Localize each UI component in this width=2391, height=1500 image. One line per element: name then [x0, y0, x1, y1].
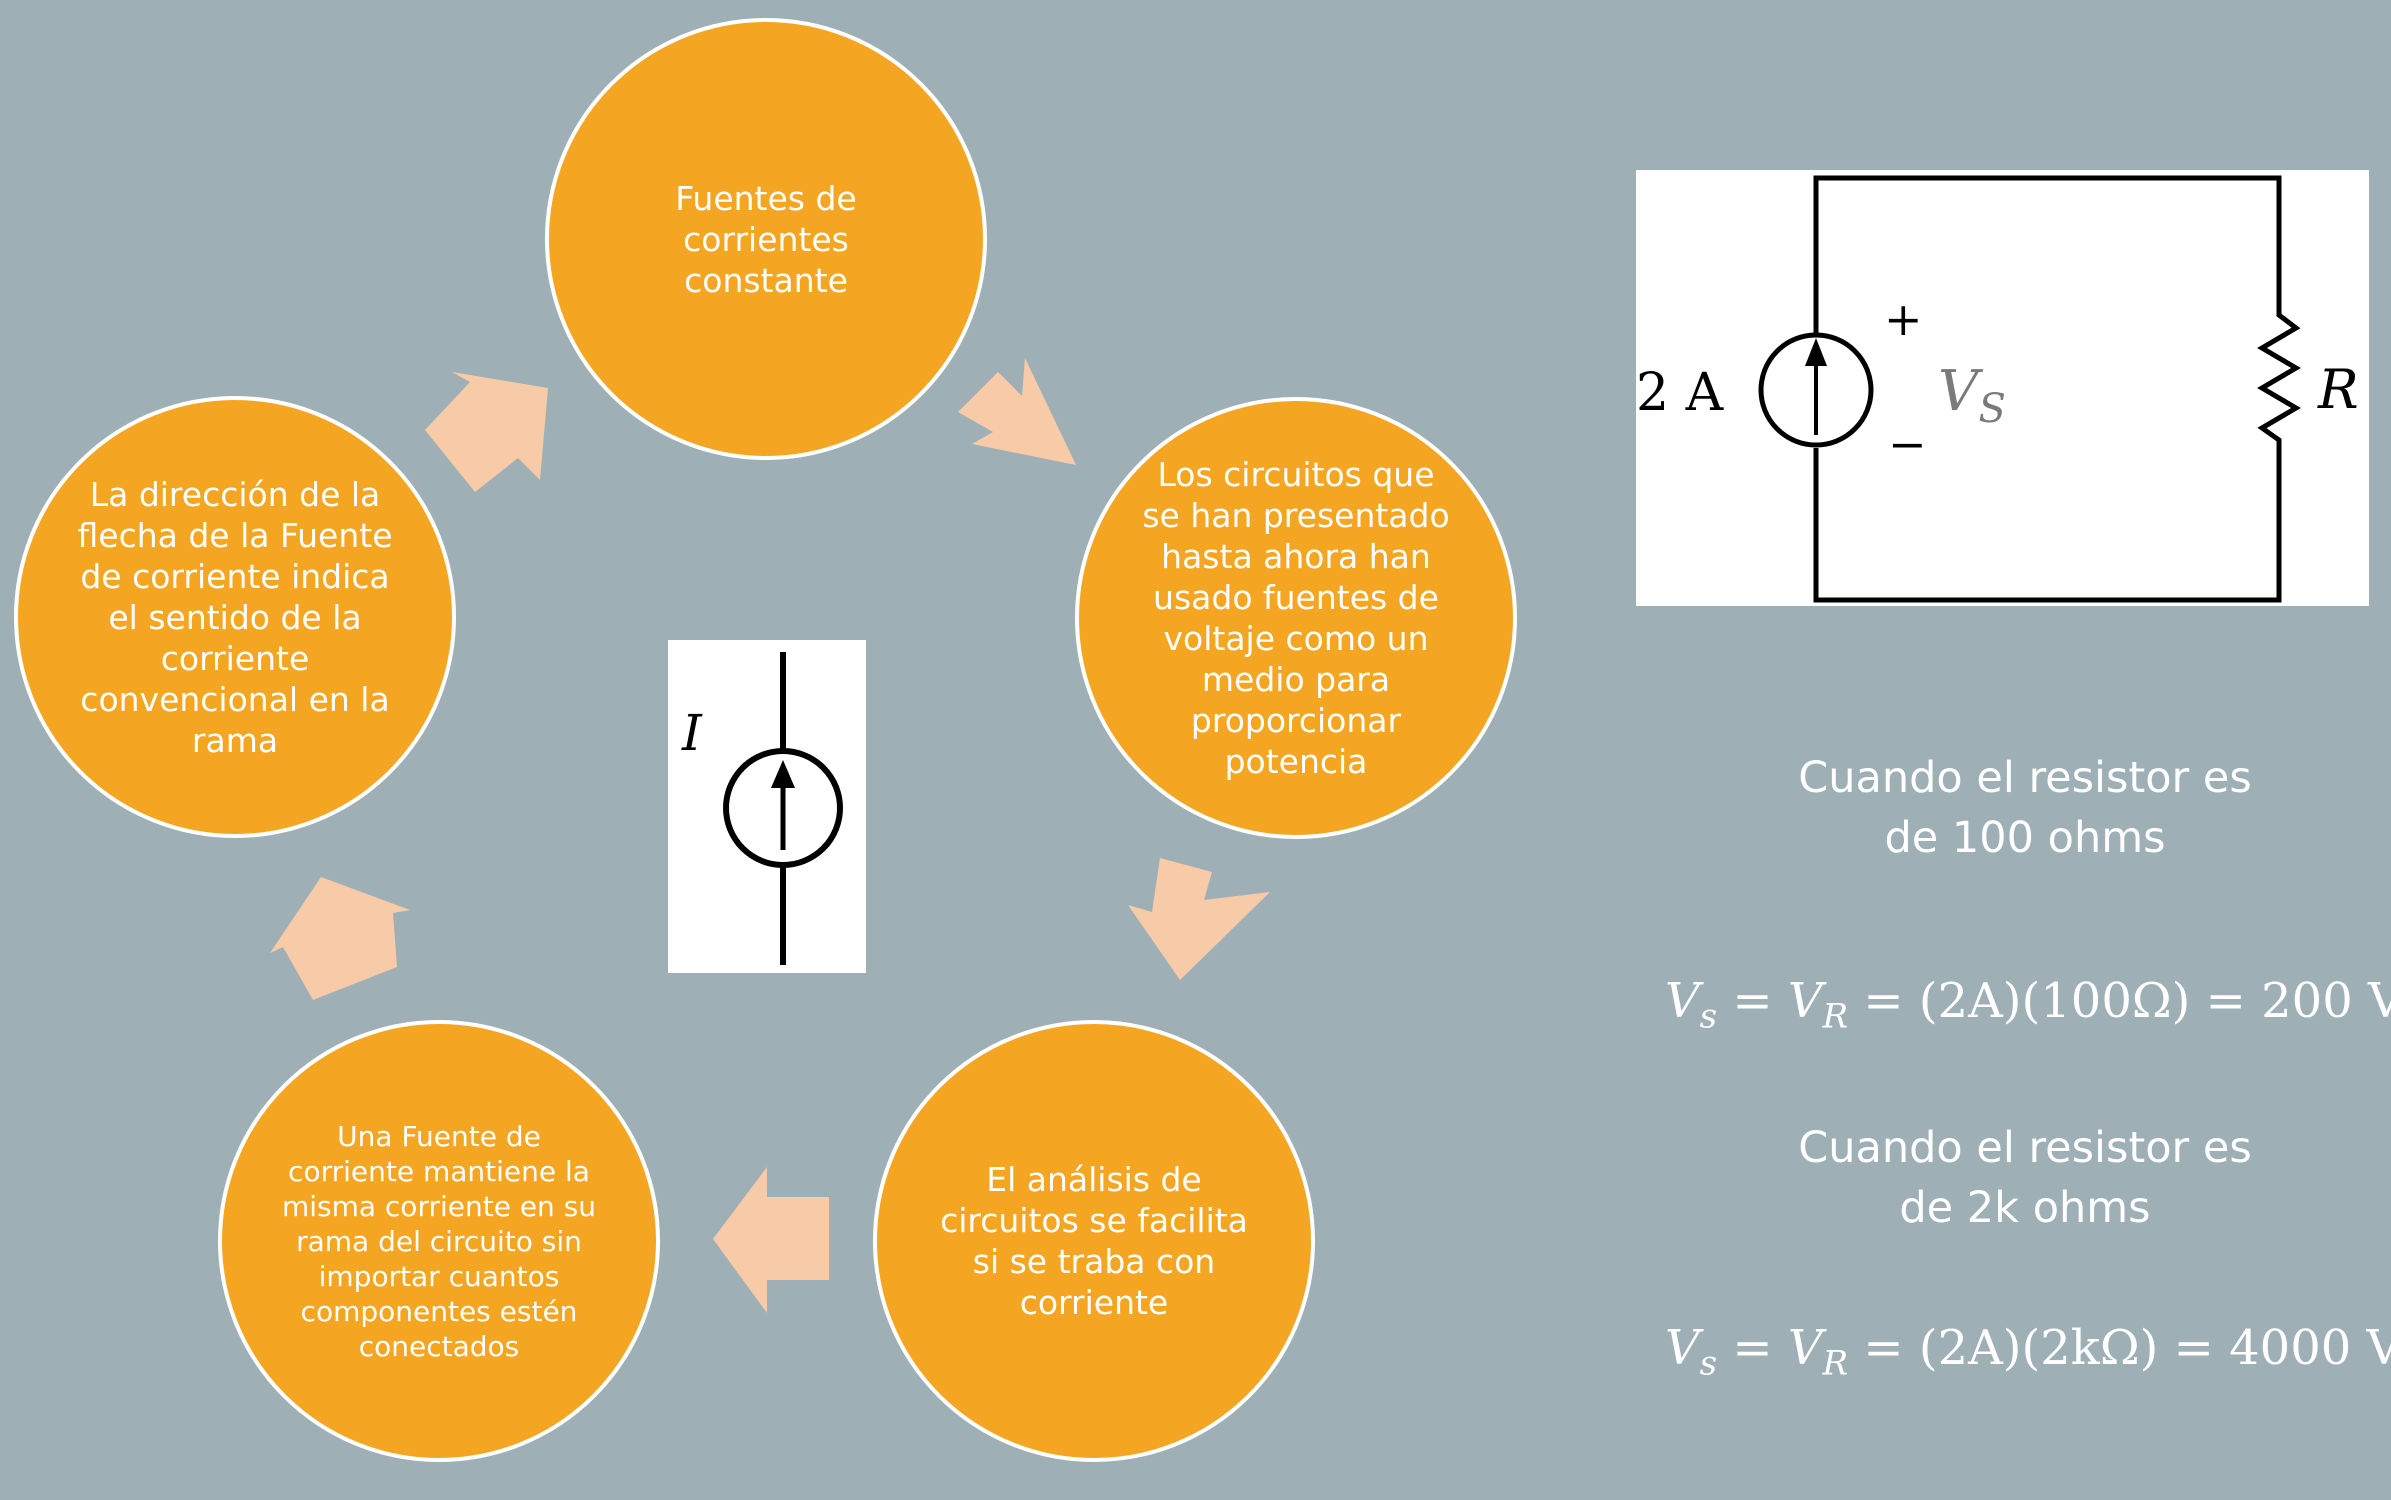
resistor-label: R — [2317, 358, 2359, 421]
wire-bottom — [1813, 448, 2282, 603]
cycle-node-bottom-right: El análisis de circuitos se facilita si … — [873, 1020, 1315, 1462]
case1-caption: Cuando el resistor es de 100 ohms — [1798, 753, 2252, 863]
current-source-icon: I — [681, 652, 843, 965]
voltage-label: VS — [1938, 359, 2006, 432]
cycle-node-right: Los circuitos que se han presentado hast… — [1075, 397, 1517, 839]
cycle-node-bottom-right-text: El análisis de circuitos se facilita si … — [940, 1160, 1248, 1322]
current-source-icon — [1758, 332, 1874, 448]
arrow-left-to-top — [425, 372, 548, 492]
circuit-diagram: 2 A + − VS R — [1636, 170, 2369, 606]
minus-sign: − — [1888, 417, 1927, 471]
source-value-label: 2 A — [1636, 363, 1725, 423]
case1-formula: Vs = VR = (2A)(100Ω) = 200 V — [1665, 973, 2391, 1037]
wire-top — [1813, 175, 2282, 428]
cycle-node-bottom-left: Una Fuente de corriente mantiene la mism… — [218, 1020, 660, 1462]
cycle-node-left-text: La dirección de la flecha de la Fuente d… — [77, 474, 393, 760]
case2-caption: Cuando el resistor es de 2k ohms — [1798, 1123, 2252, 1233]
cycle-node-top-text: Fuentes de corrientes constante — [675, 178, 857, 300]
arrow-right-to-bottom-right — [1128, 858, 1270, 980]
plus-sign: + — [1884, 292, 1923, 346]
arrow-bottom-left-to-left — [270, 877, 410, 1000]
case2-formula: Vs = VR = (2A)(2kΩ) = 4000 V — [1665, 1320, 2391, 1384]
current-label: I — [681, 704, 703, 762]
cycle-node-bottom-left-text: Una Fuente de corriente mantiene la mism… — [281, 1119, 597, 1363]
current-source-symbol: I — [668, 640, 866, 973]
resistor-icon — [2257, 300, 2301, 460]
cycle-node-right-text: Los circuitos que se han presentado hast… — [1142, 455, 1450, 781]
arrow-top-to-right — [958, 358, 1076, 465]
arrow-bottom-right-to-bottom-left — [713, 1167, 829, 1313]
cycle-node-top: Fuentes de corrientes constante — [545, 18, 987, 460]
cycle-node-left: La dirección de la flecha de la Fuente d… — [14, 396, 456, 838]
